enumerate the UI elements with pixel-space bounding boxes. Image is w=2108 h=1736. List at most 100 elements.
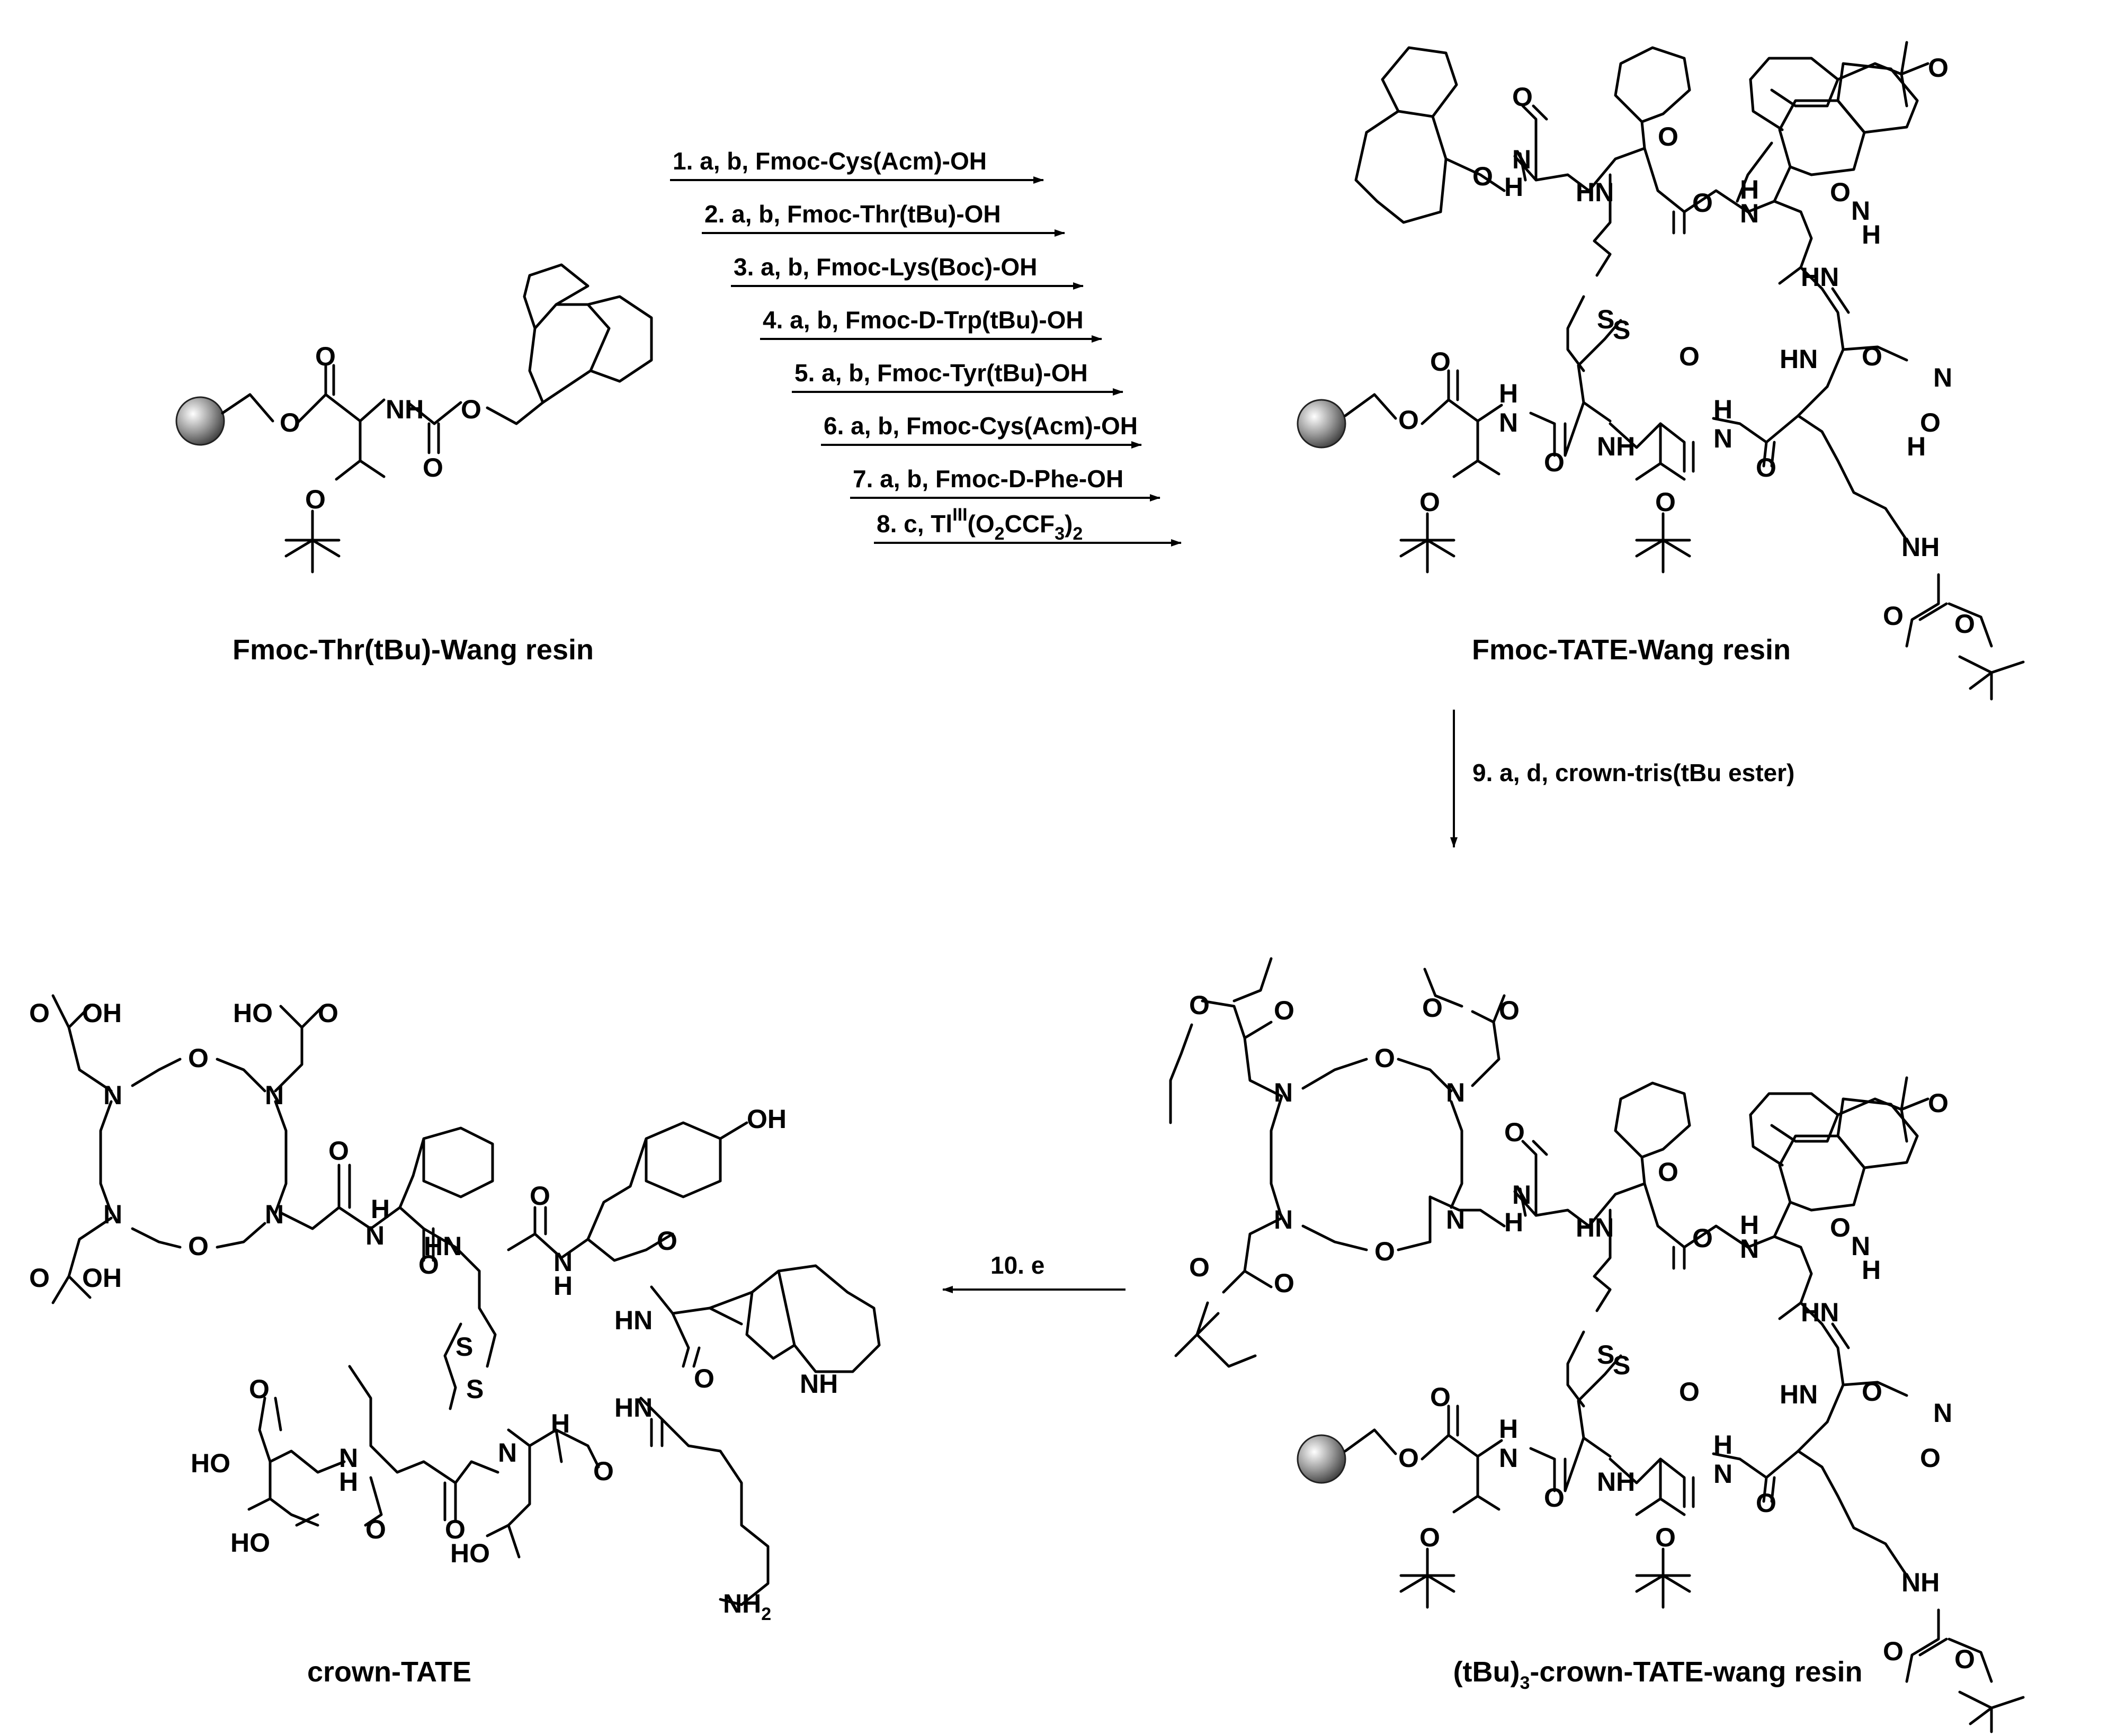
- atom-h: H: [1499, 379, 1518, 408]
- ether-o: O: [305, 485, 326, 514]
- atom-n: N: [339, 1443, 358, 1473]
- atom-o: O: [29, 998, 50, 1028]
- atom-n: N: [1499, 1443, 1518, 1473]
- atom-n: N: [365, 1221, 385, 1250]
- atom-o: O: [1544, 448, 1565, 477]
- atom-o: O: [29, 1263, 50, 1293]
- compound-fmoc-tate-name: Fmoc-TATE-Wang resin: [1472, 634, 1791, 666]
- atom-o: O: [328, 1136, 349, 1166]
- atom-n: N: [265, 1080, 284, 1110]
- atom-h: H: [339, 1467, 358, 1497]
- atom-n: N: [1740, 199, 1759, 228]
- atom-nh: NH: [800, 1369, 838, 1399]
- carbamate-o: O: [461, 395, 481, 424]
- atom-o: O: [593, 1456, 614, 1486]
- atom-h: H: [1504, 172, 1523, 202]
- atom-o: O: [1830, 1213, 1851, 1242]
- atom-o: O: [1692, 188, 1713, 218]
- atom-o: O: [1679, 1377, 1700, 1407]
- step-6-label: 6. a, b, Fmoc-Cys(Acm)-OH: [824, 412, 1138, 440]
- atom-ho: HO: [233, 998, 273, 1028]
- atom-o: O: [1756, 453, 1776, 482]
- atom-o: O: [530, 1181, 550, 1211]
- atom-ho: HO: [230, 1528, 270, 1558]
- atom-nh: NH: [1901, 532, 1940, 562]
- atom-o: O: [1756, 1488, 1776, 1518]
- atom-hn: HN: [1801, 262, 1839, 292]
- fmoc-tate-structure: O O H N O O NH O O H N O HN O HN H N O H…: [1297, 41, 2025, 701]
- protected-crown-tate-structure: N N N N O O O O O O O O O O O H N O O NH…: [1169, 957, 2025, 1733]
- atom-o: O: [1679, 342, 1700, 371]
- atom-o: O: [1189, 1252, 1210, 1282]
- atom-n: N: [265, 1200, 284, 1229]
- atom-o: O: [1419, 487, 1440, 517]
- atom-o: O: [1499, 996, 1520, 1025]
- atom-o: O: [1419, 1523, 1440, 1552]
- ester-o: O: [280, 408, 300, 437]
- atom-o: O: [1655, 1523, 1676, 1552]
- resin-bead: [175, 396, 225, 446]
- atom-o: O: [445, 1515, 466, 1544]
- step-1-8: 1. a, b, Fmoc-Cys(Acm)-OH2. a, b, Fmoc-T…: [670, 147, 1182, 547]
- atom-o: O: [1658, 122, 1678, 151]
- compound-final-name: crown-TATE: [307, 1656, 471, 1688]
- atom-ho: HO: [191, 1448, 230, 1478]
- atom-oh: OH: [82, 998, 122, 1028]
- atom-n: N: [1933, 363, 1952, 392]
- atom-o: O: [657, 1226, 677, 1256]
- amide-nh: NH: [386, 395, 424, 424]
- atom-h: H: [551, 1409, 570, 1438]
- atom-s: S: [1613, 315, 1630, 345]
- atom-nh: NH: [1901, 1568, 1940, 1597]
- atom-h: H: [371, 1194, 390, 1224]
- atom-hn: HN: [424, 1231, 462, 1261]
- atom-o: O: [1883, 601, 1904, 631]
- step-9-label: 9. a, d, crown-tris(tBu ester): [1472, 759, 1794, 786]
- atom-o: O: [1883, 1636, 1904, 1666]
- atom-o: O: [1430, 347, 1451, 377]
- atom-o: O: [1862, 342, 1882, 371]
- atom-nh: NH: [1597, 1467, 1635, 1497]
- atom-o: O: [1430, 1382, 1451, 1412]
- atom-o: O: [1374, 1237, 1395, 1266]
- step-7-label: 7. a, b, Fmoc-D-Phe-OH: [853, 465, 1123, 493]
- atom-n: N: [1512, 1180, 1531, 1210]
- atom-h: H: [1862, 1255, 1881, 1285]
- atom-n: N: [1446, 1205, 1465, 1234]
- atom-s: S: [455, 1332, 473, 1362]
- atom-o: O: [1928, 53, 1949, 83]
- atom-n: N: [103, 1080, 122, 1110]
- resin-bead: [1297, 399, 1346, 449]
- atom-nh: NH: [1597, 432, 1635, 461]
- step-8-label: 8. c, TlIII(O2CCF3)2: [877, 505, 1083, 544]
- atom-s: S: [466, 1374, 484, 1404]
- atom-hn: HN: [1801, 1297, 1839, 1327]
- compound-protected-name: (tBu)3-crown-TATE-wang resin: [1453, 1656, 1863, 1693]
- atom-o: O: [1374, 1043, 1395, 1073]
- atom-o: O: [1472, 162, 1493, 191]
- atom-o: O: [1504, 1117, 1525, 1147]
- atom-hn: HN: [614, 1393, 653, 1422]
- atom-n: N: [498, 1438, 517, 1467]
- step-2-label: 2. a, b, Fmoc-Thr(tBu)-OH: [704, 200, 1001, 228]
- atom-o: O: [1544, 1483, 1565, 1513]
- atom-hn: HN: [614, 1305, 653, 1335]
- atom-n: N: [1713, 1459, 1732, 1489]
- atom-hn: HN: [1576, 1213, 1614, 1242]
- atom-n: N: [1933, 1398, 1952, 1428]
- atom-o: O: [1830, 177, 1851, 207]
- atom-n: N: [1740, 1234, 1759, 1264]
- atom-h: H: [1907, 432, 1926, 461]
- atom-o: O: [1189, 990, 1210, 1020]
- atom-hn: HN: [1576, 177, 1614, 207]
- atom-nh2: NH2: [723, 1589, 771, 1624]
- atom-o: O: [1398, 1443, 1419, 1473]
- atom-n: N: [1851, 1231, 1870, 1261]
- atom-o: O: [1692, 1223, 1713, 1253]
- atom-o: O: [1658, 1157, 1678, 1187]
- atom-h: H: [1713, 395, 1732, 424]
- atom-o: O: [318, 998, 338, 1028]
- atom-o: O: [365, 1515, 386, 1544]
- atom-h: H: [1740, 1210, 1759, 1240]
